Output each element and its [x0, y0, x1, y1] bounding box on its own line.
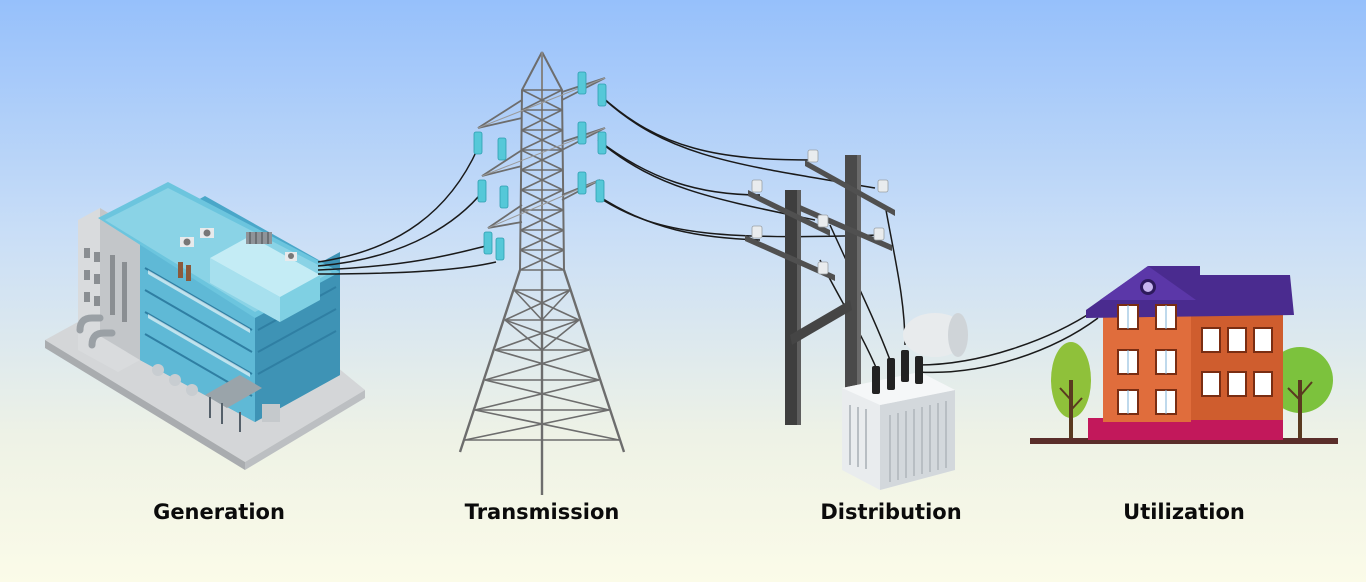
stage-label-utilization: Utilization [1123, 500, 1245, 524]
stage-label-generation: Generation [153, 500, 285, 524]
house-illustration [1030, 266, 1338, 444]
power-lines [317, 94, 1099, 374]
stage-label-distribution: Distribution [820, 500, 962, 524]
power-plant-illustration [45, 182, 365, 470]
transformer-illustration [842, 313, 968, 490]
stage-label-transmission: Transmission [464, 500, 620, 524]
distribution-poles-illustration [745, 149, 895, 425]
transmission-tower-illustration [458, 51, 626, 495]
insulators [473, 71, 607, 261]
